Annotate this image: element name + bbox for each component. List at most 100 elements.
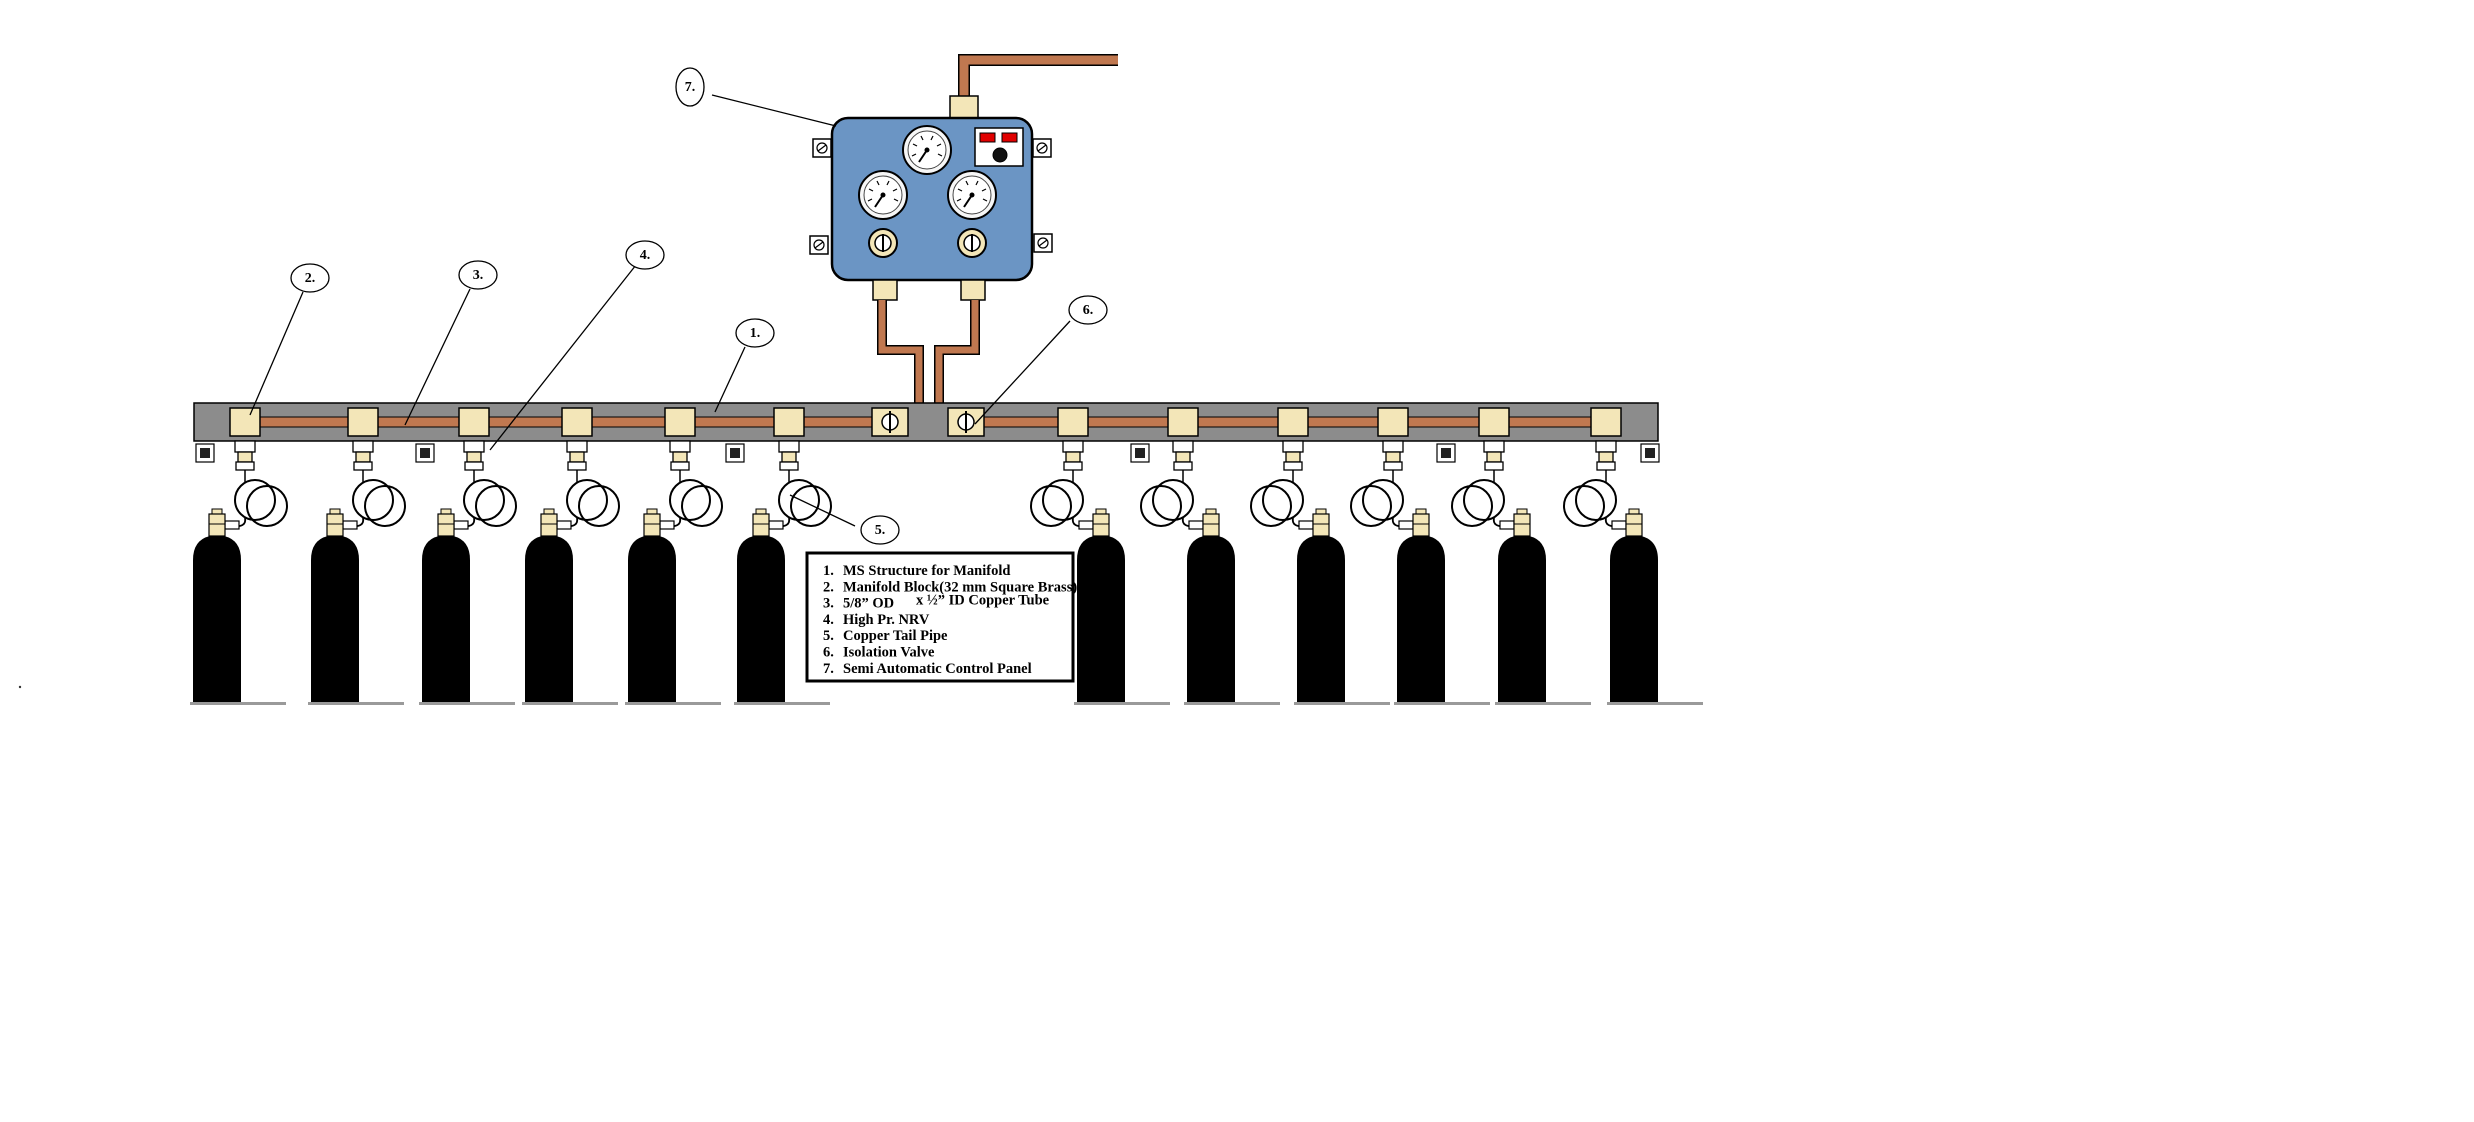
cylinder-station — [190, 440, 288, 705]
pressure-gauge-icon — [902, 125, 952, 175]
high-pr-nrv — [1484, 461, 1504, 471]
callout-label: 4. — [640, 248, 651, 263]
valve-knob-icon — [957, 228, 987, 258]
manifold-block — [229, 407, 261, 437]
cylinder-valve — [543, 508, 555, 515]
high-pr-nrv — [778, 440, 800, 453]
panel-inlet-fitting — [960, 279, 986, 301]
callout-label: 7. — [685, 80, 696, 95]
high-pr-nrv — [1282, 440, 1304, 453]
mounting-bolt-icon — [1032, 138, 1052, 158]
callout-4: 4. — [625, 240, 665, 270]
callout-label: 2. — [305, 271, 316, 286]
callout-label: 3. — [473, 268, 484, 283]
manifold-block — [561, 407, 593, 437]
high-pr-nrv — [566, 440, 588, 453]
frame-bolt-icon — [1436, 443, 1456, 463]
cylinder-station — [1563, 440, 1703, 705]
high-pr-nrv — [1173, 461, 1193, 471]
high-pr-nrv — [781, 451, 797, 463]
legend-text: High Pr. NRV — [843, 612, 930, 628]
cylinder-valve — [326, 513, 344, 537]
high-pr-nrv — [670, 461, 690, 471]
high-pr-nrv — [1385, 451, 1401, 463]
high-pr-nrv — [466, 451, 482, 463]
floor-line — [308, 702, 404, 705]
copper-tail-pipe — [578, 485, 620, 527]
cylinder-valve — [1095, 508, 1107, 515]
high-pr-nrv — [1486, 451, 1502, 463]
cylinder-connector — [1611, 520, 1627, 530]
floor-line — [1607, 702, 1703, 705]
high-pr-nrv — [1595, 440, 1617, 453]
manifold-block — [1167, 407, 1199, 437]
high-pr-nrv — [1172, 440, 1194, 453]
copper-tail-pipe — [790, 485, 832, 527]
cylinder-connector — [1499, 520, 1515, 530]
copper-tail-pipe — [463, 479, 505, 521]
panel-outlet-fitting — [949, 95, 979, 119]
high-pr-nrv — [1175, 451, 1191, 463]
high-pr-nrv — [569, 451, 585, 463]
high-pr-nrv — [1285, 451, 1301, 463]
legend-text: Semi Automatic Control Panel — [843, 661, 1032, 677]
high-pr-nrv — [567, 461, 587, 471]
legend-number: 2. — [823, 579, 834, 595]
floor-line — [1495, 702, 1591, 705]
cylinder-station — [625, 440, 723, 705]
high-pr-nrv — [1598, 451, 1614, 463]
cylinder-connector — [1078, 520, 1094, 530]
cylinder-valve — [208, 513, 226, 537]
gas-cylinder — [1297, 536, 1345, 702]
gas-cylinder — [525, 536, 573, 702]
copper-tail-pipe — [669, 479, 711, 521]
gas-cylinder — [1610, 536, 1658, 702]
floor-line — [734, 702, 830, 705]
copper-tail-pipe — [1350, 485, 1392, 527]
high-pr-nrv — [352, 440, 374, 453]
high-pr-nrv — [1065, 451, 1081, 463]
high-pr-nrv — [779, 461, 799, 471]
legend-text: Isolation Valve — [843, 645, 935, 661]
manifold-block — [1478, 407, 1510, 437]
legend-text: MS Structure for Manifold — [843, 563, 1010, 579]
cylinder-station — [308, 440, 406, 705]
isolation-valve-left — [871, 407, 909, 437]
cylinder-station — [1350, 440, 1490, 705]
high-pr-nrv — [1383, 461, 1403, 471]
cylinder-valve — [752, 513, 770, 537]
high-pr-nrv — [237, 451, 253, 463]
cylinder-connector — [1398, 520, 1414, 530]
copper-tail-pipe — [1563, 485, 1605, 527]
high-pr-nrv — [235, 461, 255, 471]
high-pr-nrv — [355, 451, 371, 463]
legend-number: 7. — [823, 661, 834, 677]
copper-tail-pipe — [1362, 479, 1404, 521]
cylinder-station — [1250, 440, 1390, 705]
legend-number: 3. — [823, 596, 834, 612]
high-pr-nrv — [463, 440, 485, 453]
callout-7: 7. — [675, 67, 705, 107]
gas-cylinder — [1397, 536, 1445, 702]
high-pr-nrv — [1062, 440, 1084, 453]
high-pr-nrv — [1063, 461, 1083, 471]
cylinder-station — [522, 440, 620, 705]
callout-2: 2. — [290, 263, 330, 293]
copper-tail-pipe — [1152, 479, 1194, 521]
manifold-block — [347, 407, 379, 437]
cylinder-connector — [453, 520, 469, 530]
floor-line — [625, 702, 721, 705]
cylinder-connector — [1298, 520, 1314, 530]
indicator-light-icon — [974, 127, 1024, 167]
high-pr-nrv — [464, 461, 484, 471]
panel-inlet-fitting — [872, 279, 898, 301]
cylinder-connector — [768, 520, 784, 530]
floor-line — [1294, 702, 1390, 705]
cylinder-valve — [1513, 513, 1531, 537]
gas-cylinder — [628, 536, 676, 702]
cylinder-valve — [211, 508, 223, 515]
cylinder-valve — [643, 513, 661, 537]
legend-number: 5. — [823, 628, 834, 644]
